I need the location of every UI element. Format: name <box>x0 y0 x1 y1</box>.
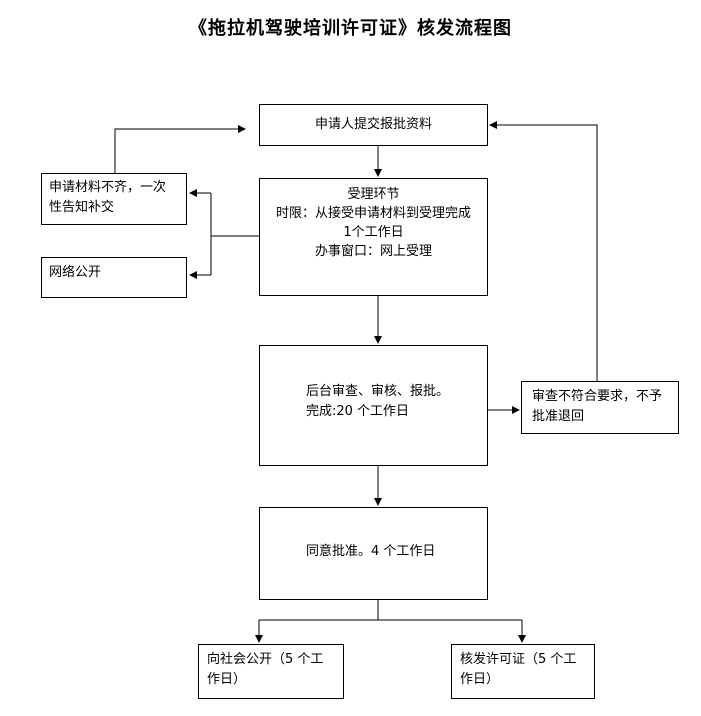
issue-license-box: 核发许可证（5 个工 作日） <box>451 644 595 699</box>
online-public-label: 网络公开 <box>49 265 102 280</box>
acceptance-days: 1个工作日 <box>343 225 404 240</box>
rejected-line-2: 批准退回 <box>532 409 585 424</box>
review-line-2: 完成:20 个工作日 <box>306 404 410 419</box>
issue-line-2: 作日） <box>460 672 500 687</box>
acceptance-heading: 受理环节 <box>347 187 400 202</box>
submit-materials-box: 申请人提交报批资料 <box>259 104 488 146</box>
submit-materials-label: 申请人提交报批资料 <box>314 117 432 132</box>
rejected-line-1: 审查不符合要求，不予 <box>532 389 663 404</box>
approve-box: 同意批准。4 个工作日 <box>259 507 488 600</box>
rejected-box: 审查不符合要求，不予 批准退回 <box>521 381 679 434</box>
incomplete-line-2: 性告知补交 <box>49 200 115 215</box>
review-box: 后台审查、审核、报批。 完成:20 个工作日 <box>259 345 488 466</box>
incomplete-line-1: 申请材料不齐，一次 <box>49 180 167 195</box>
acceptance-box: 受理环节 时限：从接受申请材料到受理完成 1个工作日 办事窗口：网上受理 <box>259 178 488 296</box>
publish-line-1: 向社会公开（5 个工 <box>207 652 324 667</box>
approve-label: 同意批准。4 个工作日 <box>306 544 436 559</box>
arrow-incomplete-to-submit <box>114 125 246 173</box>
review-line-1: 后台审查、审核、报批。 <box>306 384 450 399</box>
incomplete-materials-box: 申请材料不齐，一次 性告知补交 <box>41 173 187 225</box>
diagram-title: 《拖拉机驾驶培训许可证》核发流程图 <box>189 18 512 39</box>
acceptance-time-limit: 时限：从接受申请材料到受理完成 <box>275 206 471 221</box>
acceptance-window: 办事窗口：网上受理 <box>314 244 432 259</box>
arrow-rejected-to-submit <box>489 121 598 381</box>
publish-box: 向社会公开（5 个工 作日） <box>198 644 344 699</box>
publish-line-2: 作日） <box>207 672 247 687</box>
online-public-box: 网络公开 <box>41 257 187 298</box>
issue-line-1: 核发许可证（5 个工 <box>460 652 577 667</box>
